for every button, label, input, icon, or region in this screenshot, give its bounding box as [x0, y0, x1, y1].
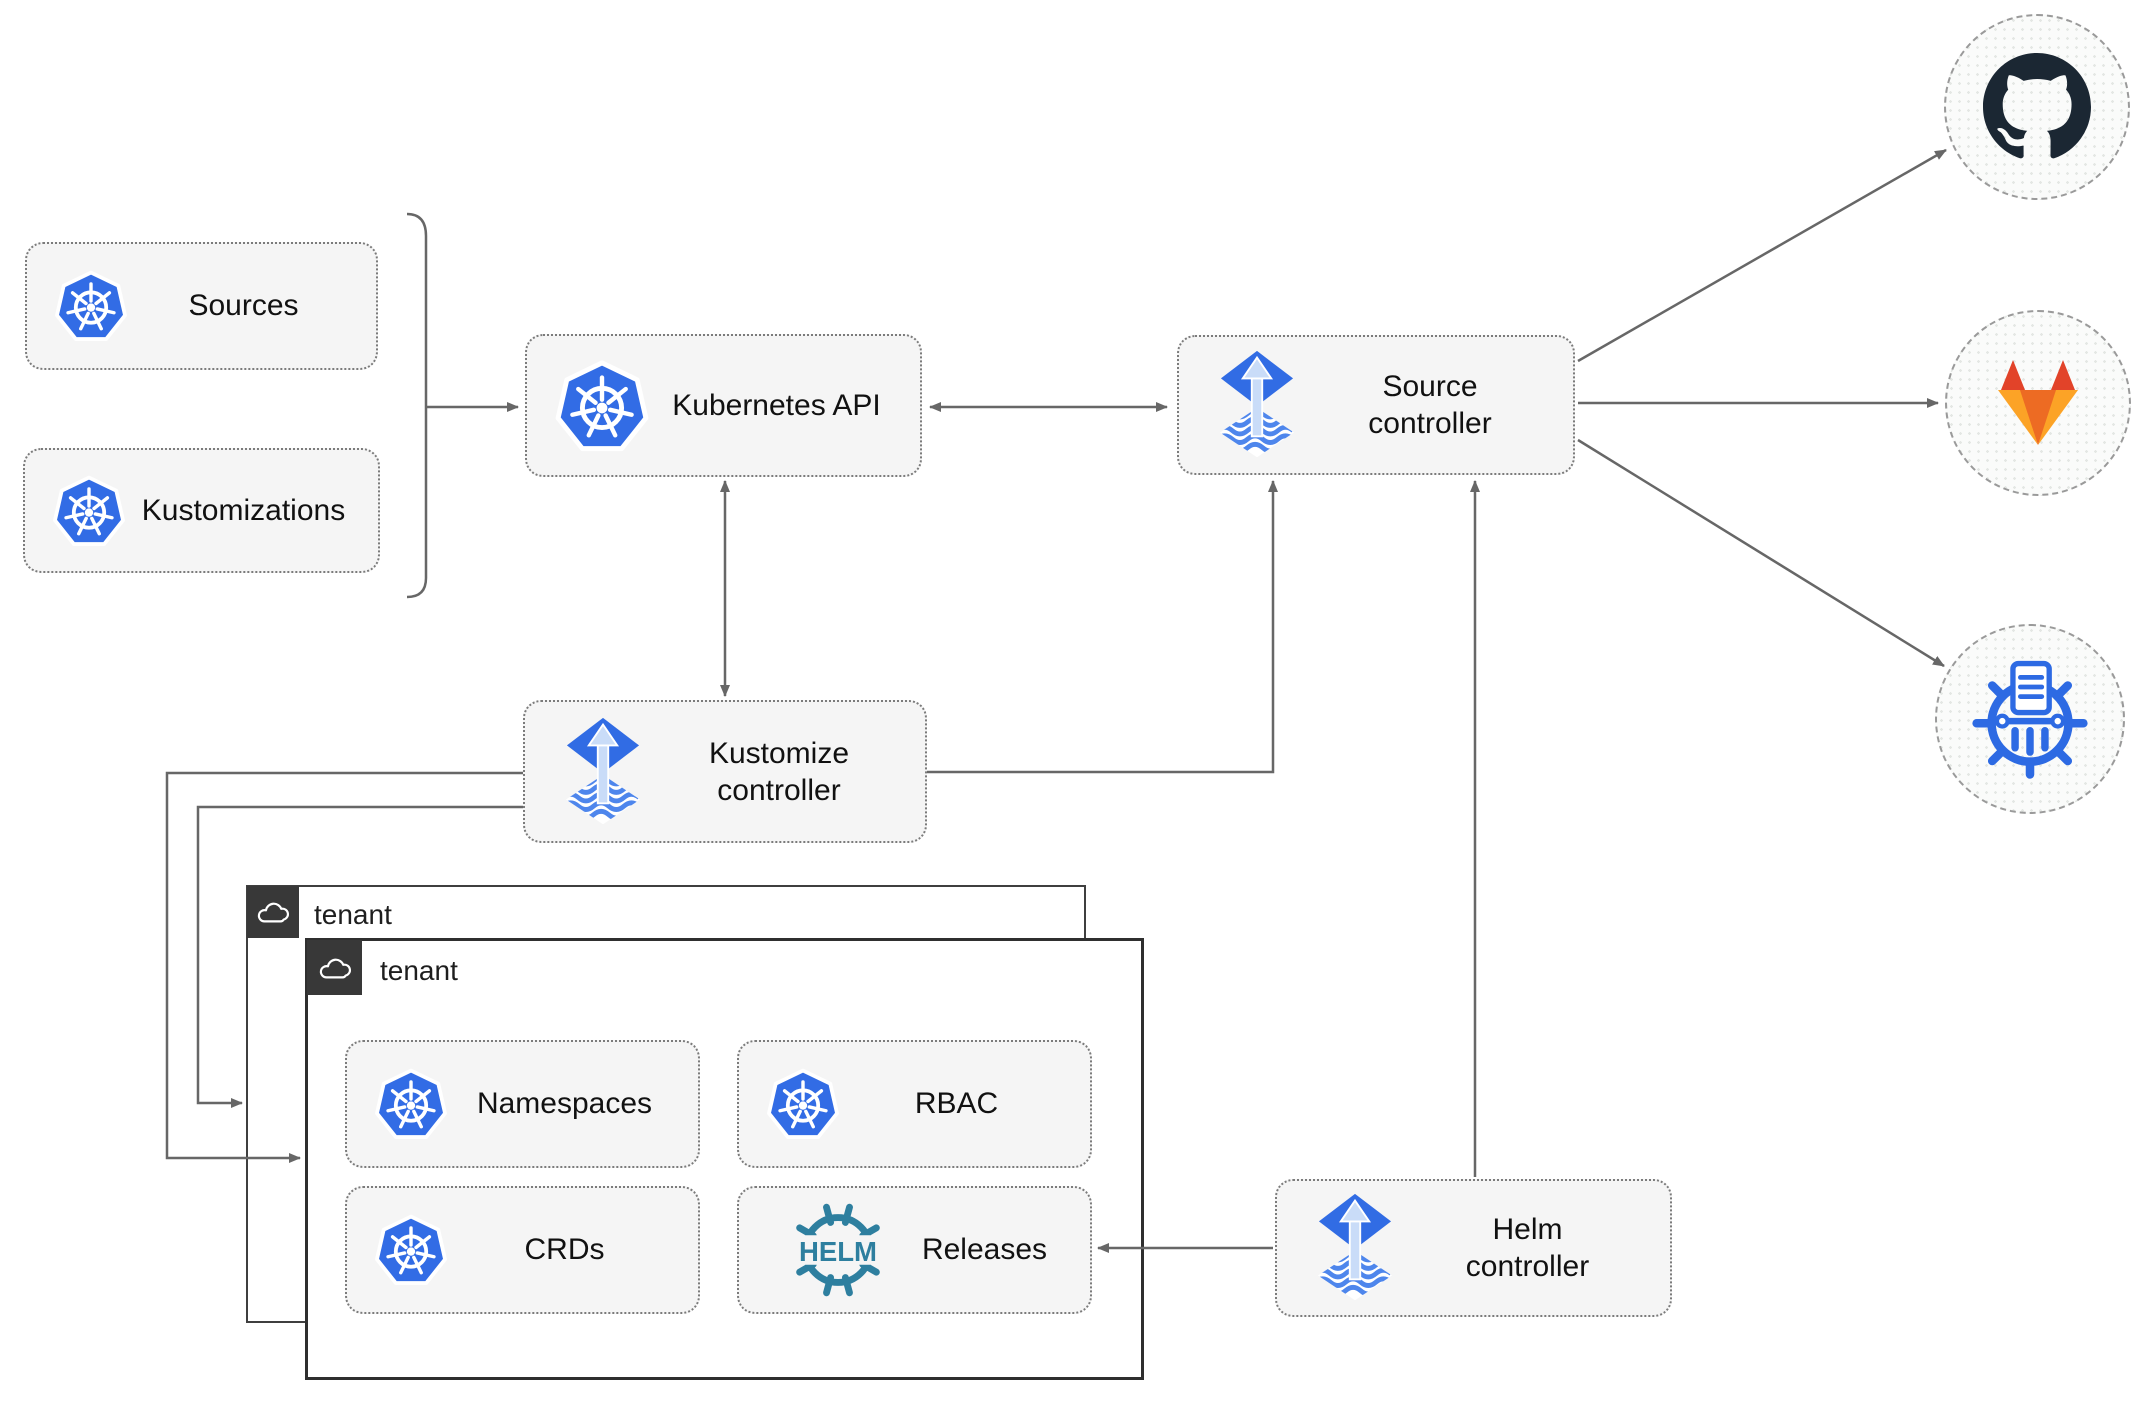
github-icon [1983, 53, 2091, 161]
node-rbac: RBAC [737, 1040, 1092, 1168]
node-label: Releases [921, 1233, 1048, 1266]
edge-source-to-github [1577, 148, 1947, 363]
cloud-icon [317, 953, 353, 983]
node-label: Kustomize controller [651, 735, 925, 809]
node-label: Namespaces [476, 1087, 653, 1120]
node-kustomizations: Kustomizations [23, 448, 380, 573]
flux-icon [555, 716, 651, 828]
kubernetes-icon [373, 1066, 449, 1142]
svg-text:HELM: HELM [799, 1236, 877, 1267]
node-label-line2: controller [1368, 407, 1492, 440]
node-label: Kubernetes API [672, 388, 881, 422]
node-helm-controller: Helm controller [1275, 1179, 1672, 1317]
gitlab-endpoint [1945, 310, 2131, 496]
node-label: Source controller [1305, 368, 1573, 442]
kubernetes-icon [553, 357, 651, 455]
node-label: Kustomizations [141, 493, 346, 527]
flux-icon [1307, 1192, 1403, 1304]
kubernetes-icon [53, 268, 129, 344]
node-label-line1: Kustomize [708, 736, 850, 770]
node-label: Helm controller [1403, 1211, 1670, 1285]
edge-source-to-helm-repository [1577, 438, 1945, 668]
bracket-sources-group [406, 212, 428, 599]
flux-icon [1209, 349, 1305, 461]
node-label-line2: controller [1465, 1250, 1590, 1283]
node-label-line1: Source [1382, 370, 1478, 403]
helm-icon: HELM [779, 1191, 897, 1309]
tenant-header [247, 886, 299, 938]
node-sources: Sources [25, 242, 378, 370]
node-label: Sources [188, 289, 299, 322]
tenant-label: tenant [380, 955, 458, 986]
node-crds: CRDs [345, 1186, 700, 1314]
node-releases: HELM Releases [737, 1186, 1092, 1314]
chartmuseum-icon [1966, 655, 2094, 783]
node-label: CRDs [524, 1233, 605, 1266]
tenant-header [307, 940, 362, 995]
gitlab-icon [1988, 357, 2088, 449]
edge-kustomize-to-source [927, 480, 1278, 774]
kubernetes-icon [51, 473, 127, 549]
node-namespaces: Namespaces [345, 1040, 700, 1168]
node-label-line2: controller [717, 773, 841, 807]
node-kubernetes-api: Kubernetes API [525, 334, 922, 477]
github-endpoint [1944, 14, 2130, 200]
helm-repository-endpoint [1935, 624, 2125, 814]
cloud-icon [255, 897, 291, 927]
node-label: RBAC [914, 1087, 999, 1120]
kubernetes-icon [373, 1212, 449, 1288]
tenant-label: tenant [314, 899, 392, 930]
kubernetes-icon [765, 1066, 841, 1142]
node-label-line1: Helm [1492, 1213, 1563, 1246]
node-source-controller: Source controller [1177, 335, 1575, 475]
node-kustomize-controller: Kustomize controller [523, 700, 927, 843]
